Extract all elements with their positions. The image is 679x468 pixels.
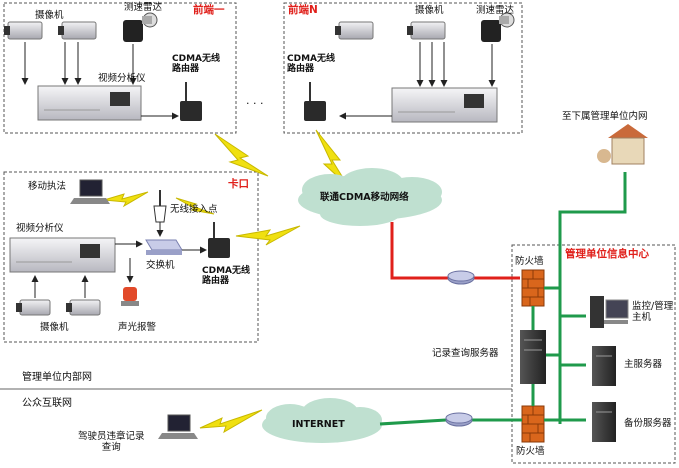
cdma-router-label: CDMA无线 路由器 bbox=[287, 54, 335, 75]
laptop-icon bbox=[158, 414, 198, 439]
camera-icon bbox=[58, 21, 97, 40]
record-server-label: 记录查询服务器 bbox=[432, 348, 499, 359]
laptop-icon bbox=[70, 179, 110, 204]
internet-label: INTERNET bbox=[292, 419, 345, 430]
radar-icon bbox=[481, 12, 515, 42]
camera-label: 摄像机 bbox=[415, 5, 444, 16]
radar-icon bbox=[123, 12, 158, 42]
cdma-router-icon bbox=[304, 82, 326, 121]
zone-title-front1: 前端一 bbox=[193, 4, 225, 16]
wireless-link-icon bbox=[199, 409, 263, 434]
zone-title-checkpoint: 卡口 bbox=[228, 178, 249, 190]
monitor-host-label: 监控/管理 主机 bbox=[632, 301, 674, 323]
firewall-label: 防火墙 bbox=[515, 256, 544, 267]
main-server-label: 主服务器 bbox=[624, 359, 663, 370]
internet-link bbox=[379, 418, 447, 426]
cdma-router-label: CDMA无线 路由器 bbox=[202, 266, 250, 287]
firewall-label: 防火墙 bbox=[516, 446, 545, 457]
alarm-icon bbox=[121, 287, 139, 306]
alarm-label: 声光报警 bbox=[118, 322, 157, 333]
cdma-router-icon bbox=[208, 222, 230, 258]
camera-icon bbox=[335, 21, 374, 40]
firewall-icon bbox=[521, 405, 545, 443]
zone-center bbox=[511, 244, 676, 464]
ellipsis-label: · · · bbox=[246, 97, 264, 110]
cdma-router-icon bbox=[180, 82, 202, 121]
main-server-icon bbox=[592, 346, 616, 386]
video-analyzer-icon bbox=[391, 87, 498, 123]
internet-cloud-icon bbox=[262, 398, 382, 443]
router-icon bbox=[447, 270, 475, 285]
zone-title-center: 管理单位信息中心 bbox=[565, 248, 649, 260]
mobile-enforcement-label: 移动执法 bbox=[28, 181, 67, 192]
wireless-link-icon bbox=[103, 191, 149, 208]
backup-server-label: 备份服务器 bbox=[624, 418, 672, 429]
video-analyzer-icon bbox=[37, 85, 142, 121]
cdma-network-label: 联通CDMA移动网络 bbox=[320, 192, 409, 203]
video-analyzer-icon bbox=[9, 237, 116, 273]
radar-label: 测速雷达 bbox=[124, 2, 163, 13]
server-icon bbox=[520, 330, 546, 384]
internal-network-label: 管理单位内部网 bbox=[22, 372, 92, 383]
video-analyzer-label: 视频分析仪 bbox=[16, 223, 64, 234]
zone-frontN bbox=[283, 2, 523, 134]
wireless-link-icon bbox=[214, 133, 269, 177]
wireless-ap-icon bbox=[153, 190, 167, 223]
camera-icon bbox=[66, 299, 101, 316]
zone-checkpoint bbox=[3, 171, 259, 343]
sub-intranet-icon bbox=[597, 124, 648, 165]
red-link bbox=[390, 222, 448, 280]
driver-query-label: 驾驶员违章记录 查询 bbox=[78, 431, 145, 453]
public-internet-label: 公众互联网 bbox=[22, 398, 72, 409]
zone-front1 bbox=[3, 2, 237, 134]
camera-icon bbox=[4, 21, 43, 40]
cdma-router-label: CDMA无线 路由器 bbox=[172, 54, 220, 75]
monitor-host-icon bbox=[590, 296, 629, 328]
camera-icon bbox=[407, 21, 446, 40]
sub-intranet-label: 至下属管理单位内网 bbox=[562, 111, 648, 122]
backup-server-icon bbox=[592, 402, 616, 442]
video-analyzer-label: 视频分析仪 bbox=[98, 73, 146, 84]
cdma-cloud-icon bbox=[298, 168, 442, 226]
router-icon bbox=[445, 412, 473, 427]
wireless-link-icon bbox=[175, 197, 215, 215]
camera-icon bbox=[16, 299, 51, 316]
switch-label: 交换机 bbox=[146, 260, 175, 271]
wireless-link-icon bbox=[235, 225, 301, 246]
wireless-ap-label: 无线接入点 bbox=[170, 204, 218, 215]
camera-label: 摄像机 bbox=[40, 322, 69, 333]
firewall-icon bbox=[521, 269, 545, 307]
switch-icon bbox=[145, 239, 183, 255]
zone-title-frontN: 前端N bbox=[288, 4, 318, 16]
radar-label: 测速雷达 bbox=[476, 5, 515, 16]
camera-label: 摄像机 bbox=[35, 10, 64, 21]
